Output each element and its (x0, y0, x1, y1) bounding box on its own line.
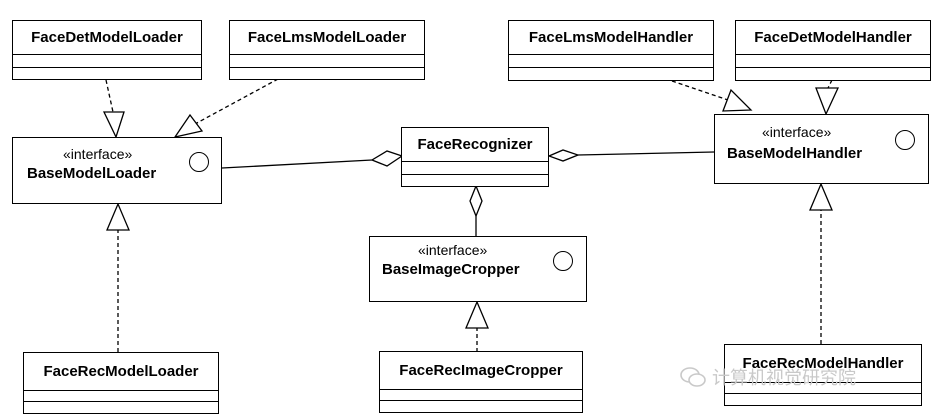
class-name: FaceLmsModelHandler (509, 21, 713, 55)
aggregation-diamond (370, 150, 404, 167)
operations-compartment (380, 401, 582, 412)
class-name: FaceDetModelHandler (736, 21, 930, 55)
class-name: FaceRecModelHandler (725, 345, 921, 383)
realization-facedethandler (827, 79, 833, 89)
attributes-compartment (13, 55, 201, 68)
interface-circle-icon (189, 152, 209, 172)
aggregation-diamond (469, 184, 483, 218)
interface-stereotype: «interface» (418, 242, 488, 258)
interface-stereotype: «interface» (762, 124, 832, 140)
class-facerecimagecropper: FaceRecImageCropper (379, 351, 583, 413)
realization-arrowhead (815, 87, 840, 116)
attributes-compartment (230, 55, 424, 68)
operations-compartment (230, 68, 424, 79)
realization-arrowhead (106, 202, 130, 231)
attributes-compartment (380, 390, 582, 401)
aggregation-diamond (547, 149, 580, 162)
class-facerecmodelloader: FaceRecModelLoader (23, 352, 219, 414)
class-facerecmodelhandler: FaceRecModelHandler (724, 344, 922, 406)
interface-circle-icon (553, 251, 573, 271)
aggregation-modelhandler (577, 151, 715, 156)
realization-arrowhead (173, 113, 204, 138)
realization-facelmshandler (671, 80, 729, 101)
class-name: FaceRecModelLoader (24, 353, 218, 391)
attributes-compartment (725, 383, 921, 394)
operations-compartment (24, 402, 218, 413)
realization-facelmsloader (194, 78, 279, 125)
interface-name: BaseImageCropper (382, 261, 520, 278)
attributes-compartment (402, 162, 548, 175)
interface-basemodelloader: «interface» BaseModelLoader (12, 137, 222, 204)
class-facedetmodelloader: FaceDetModelLoader (12, 20, 202, 80)
class-name: FaceRecImageCropper (380, 352, 582, 390)
operations-compartment (13, 68, 201, 79)
realization-arrowhead (465, 300, 489, 329)
watermark: 计算机视觉研究院 (680, 364, 856, 390)
interface-baseimagecropper: «interface» BaseImageCropper (369, 236, 587, 302)
class-name: FaceRecognizer (402, 128, 548, 162)
operations-compartment (509, 68, 713, 80)
class-facerecognizer: FaceRecognizer (401, 127, 549, 187)
operations-compartment (725, 394, 921, 405)
class-facelmsmodelloader: FaceLmsModelLoader (229, 20, 425, 80)
realization-facedetloader (105, 79, 114, 113)
interface-circle-icon (895, 130, 915, 150)
attributes-compartment (24, 391, 218, 402)
watermark-text: 计算机视觉研究院 (712, 368, 856, 388)
class-facelmsmodelhandler: FaceLmsModelHandler (508, 20, 714, 81)
interface-stereotype: «interface» (63, 146, 133, 162)
interface-name: BaseModelLoader (27, 165, 157, 182)
class-facedetmodelhandler: FaceDetModelHandler (735, 20, 931, 81)
operations-compartment (402, 175, 548, 186)
realization-arrowhead (102, 111, 125, 139)
wechat-icon (680, 367, 706, 387)
attributes-compartment (736, 55, 930, 68)
interface-name: BaseModelHandler (727, 145, 863, 162)
realization-arrowhead (722, 88, 753, 112)
aggregation-modelloader (221, 159, 373, 169)
class-name: FaceLmsModelLoader (230, 21, 424, 55)
operations-compartment (736, 68, 930, 80)
realization-arrowhead (809, 182, 833, 211)
class-name: FaceDetModelLoader (13, 21, 201, 55)
attributes-compartment (509, 55, 713, 68)
interface-basemodelhandler: «interface» BaseModelHandler (714, 114, 929, 184)
